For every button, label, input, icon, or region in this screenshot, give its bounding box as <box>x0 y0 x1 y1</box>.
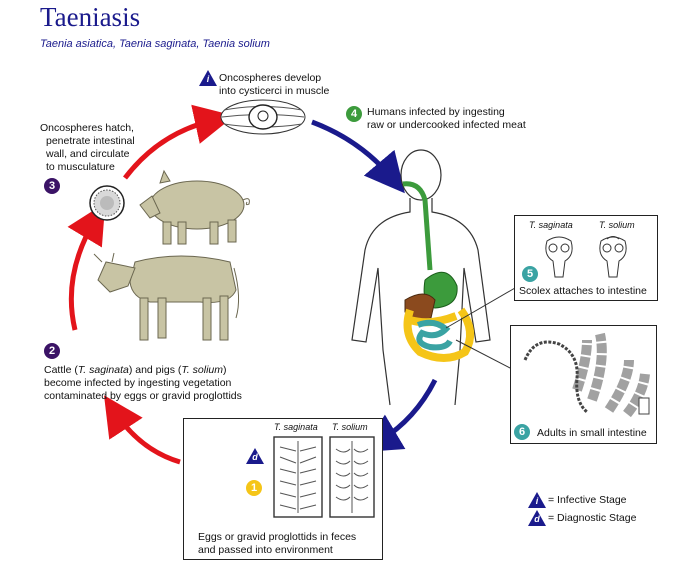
gravid-proglottids-drawing <box>273 436 375 518</box>
blue-arrow-top <box>311 119 405 194</box>
blue-arrow-bottom <box>360 378 438 453</box>
scolex-label-saginata: T. saginata <box>529 220 573 230</box>
human-drawing <box>351 149 491 406</box>
stage-1-badge: 1 <box>246 480 262 496</box>
proglottid-label-saginata: T. saginata <box>274 422 318 432</box>
legend-diagnostic-text: = Diagnostic Stage <box>548 512 637 524</box>
red-arrow-left <box>67 202 106 331</box>
infective-stage-icon: i <box>199 70 217 86</box>
red-arrow-bottom <box>104 395 181 465</box>
adult-worms-panel: Adults in small intestine <box>510 325 657 444</box>
scolex-drawing <box>545 236 627 278</box>
scolex-panel: T. saginata T. solium Scolex attaches to… <box>514 215 658 301</box>
legend-diagnostic-icon: d <box>528 510 546 526</box>
infective-caption-line1: Oncospheres develop <box>219 72 322 84</box>
stage3-caption-line2: penetrate intestinal <box>46 135 135 147</box>
proglottid-panel: T. saginata T. solium Eggs or gravid pro… <box>183 418 383 560</box>
red-arrow-top <box>123 104 235 180</box>
stage-4-badge: 4 <box>346 106 362 122</box>
legend-infective-icon: i <box>528 492 546 508</box>
stage2-caption-line2: become infected by ingesting vegetation <box>44 377 232 389</box>
proglottid-label-solium: T. solium <box>332 422 368 432</box>
stage5-caption: Scolex attaches to intestine <box>519 285 647 297</box>
stage-3-badge: 3 <box>44 178 60 194</box>
stage4-caption-line1: Humans infected by ingesting <box>367 106 505 118</box>
stage3-caption-line3: wall, and circulate <box>46 148 130 160</box>
scolex-leader-line <box>445 287 516 329</box>
scolex-label-solium: T. solium <box>599 220 635 230</box>
stage2-caption-line3: contaminated by eggs or gravid proglotti… <box>44 390 242 402</box>
digestive-system-drawing <box>402 181 475 362</box>
stage1-caption-line2: and passed into environment <box>198 544 333 556</box>
pig-drawing <box>139 169 250 245</box>
adults-leader-line <box>455 339 511 369</box>
diagnostic-stage-icon: d <box>246 448 264 464</box>
adult-tapeworms-drawing <box>523 332 650 418</box>
stage3-caption-line4: to musculature <box>46 161 115 173</box>
stage6-caption: Adults in small intestine <box>537 427 647 439</box>
infective-caption-line2: into cysticerci in muscle <box>219 85 330 97</box>
stage3-caption-line1: Oncospheres hatch, <box>40 122 134 134</box>
oncosphere-drawing <box>89 185 125 221</box>
species-subtitle: Taenia asiatica, Taenia saginata, Taenia… <box>40 38 270 50</box>
stage-5-badge: 5 <box>522 266 538 282</box>
muscle-cysticercus-drawing <box>220 99 306 135</box>
stage2-caption-line1: Cattle (T. saginata) and pigs (T. solium… <box>44 364 227 376</box>
page-title: Taeniasis <box>40 2 141 32</box>
stage-6-badge: 6 <box>514 424 530 440</box>
stage1-caption-line1: Eggs or gravid proglottids in feces <box>198 531 357 543</box>
stage-2-badge: 2 <box>44 343 60 359</box>
cow-drawing <box>93 252 240 341</box>
stage4-caption-line2: raw or undercooked infected meat <box>367 119 526 131</box>
legend-infective-text: = Infective Stage <box>548 494 627 506</box>
